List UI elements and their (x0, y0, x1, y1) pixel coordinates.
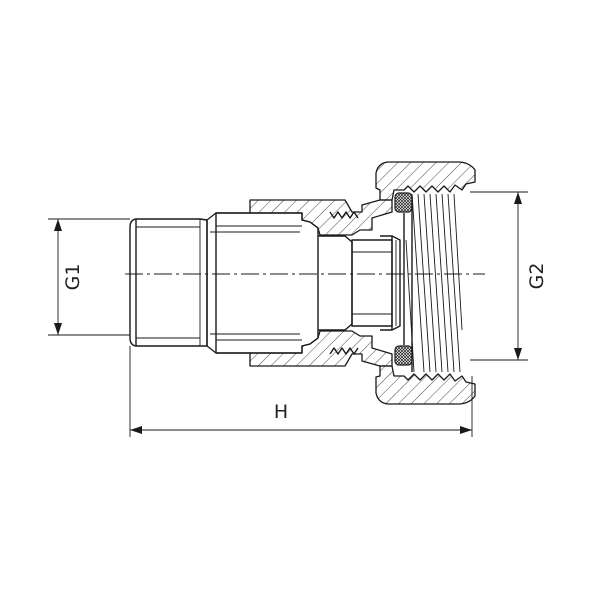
fitting-body (206, 199, 393, 367)
inner-components (206, 212, 401, 354)
g2-label: G2 (526, 263, 548, 290)
nut-thread-lines (405, 193, 463, 373)
left-nipple (129, 218, 208, 347)
union-nut (375, 161, 476, 405)
g1-label: G1 (62, 264, 84, 291)
gasket-bottom (394, 345, 413, 366)
gasket-top (394, 192, 413, 213)
h-label: H (274, 401, 288, 423)
dimension-h: H (129, 346, 473, 437)
dimension-g2: G2 (470, 191, 548, 361)
dimension-g1: G1 (48, 218, 130, 336)
